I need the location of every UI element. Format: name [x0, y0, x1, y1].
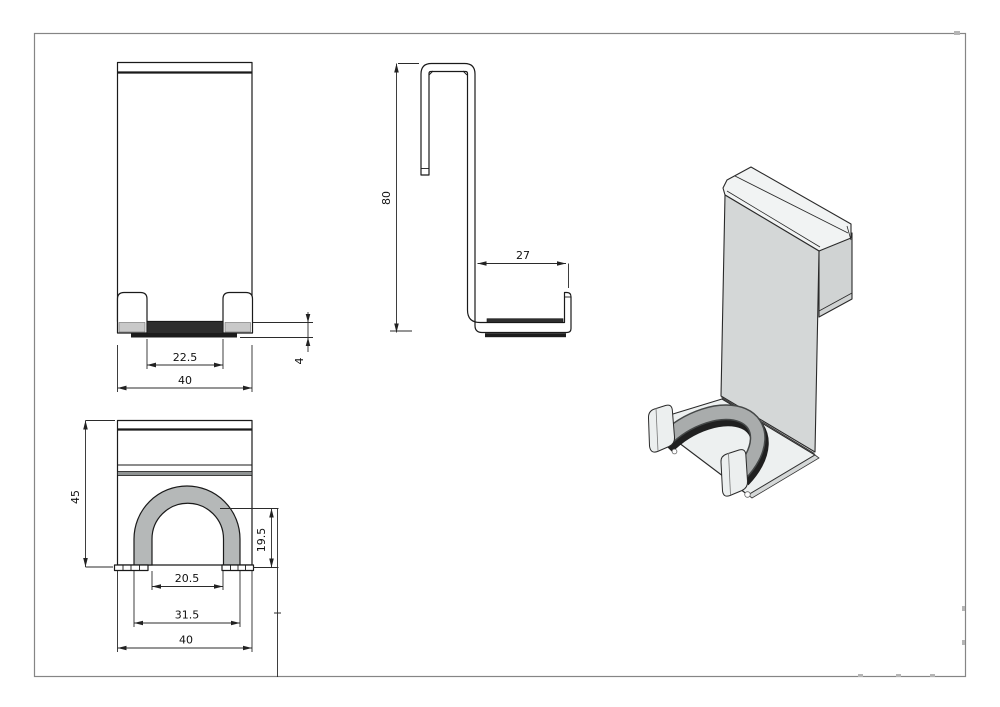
- dim-bottom-arch-depth-label: 19.5: [255, 528, 268, 553]
- frame-tick: [858, 674, 863, 677]
- iso-front-tab: [720, 449, 749, 497]
- iso-rubber-pad-top: [659, 405, 765, 479]
- frame-tick: [896, 674, 901, 677]
- front-left-tab-band: [118, 322, 146, 333]
- dim-bottom-arch-outer: 31.5: [133, 571, 241, 627]
- dim-bottom-overall-width-label: 40: [179, 634, 193, 647]
- dim-front-overall-width: 40: [117, 345, 253, 392]
- dim-bottom-height-label: 45: [69, 490, 82, 504]
- dim-bottom-arch-depth: 19.5: [220, 508, 281, 677]
- dim-bottom-height: 45: [69, 420, 115, 568]
- frame-border: [33, 32, 967, 678]
- iso-front-tab-corner: [744, 491, 751, 498]
- iso-front-tab-edge: [728, 452, 731, 496]
- drawing-frame: [33, 31, 967, 678]
- bottom-fold-band: [117, 471, 253, 476]
- dim-side-leg-length-label: 27: [516, 249, 530, 262]
- frame-tick: [962, 640, 965, 645]
- frame-tick: [962, 606, 965, 611]
- rubber-pad-side-top: [486, 318, 564, 323]
- dim-side-leg-length: 27: [477, 249, 569, 288]
- iso-left-tab-corner: [671, 448, 678, 455]
- iso-bottom-right-edge: [747, 454, 820, 499]
- side-profile: [420, 62, 572, 334]
- dim-side-height-label: 80: [380, 191, 393, 205]
- frame-tick: [930, 674, 935, 677]
- dim-front-pad-thickness-label: 4: [293, 358, 306, 365]
- dim-front-pad-thickness: 4: [240, 312, 313, 365]
- iso-left-tab: [647, 404, 676, 453]
- iso-left-tab-edge: [655, 407, 659, 452]
- side-bend-marks: [428, 70, 468, 76]
- bottom-arch-pad: [133, 485, 241, 566]
- iso-top-bend-line-front: [726, 190, 821, 248]
- dim-bottom-arch-inner: 20.5: [151, 571, 224, 590]
- front-right-tab-band: [224, 322, 251, 333]
- rubber-pad-front: [146, 321, 224, 334]
- dim-bottom-overall-width: 40: [117, 571, 253, 652]
- rubber-pad-side-bottom: [485, 333, 566, 338]
- bottom-view: 45 19.5 20.5 31.5 40: [69, 419, 281, 677]
- iso-front-plate: [720, 194, 820, 453]
- front-view: 22.5 40 4: [116, 61, 313, 392]
- side-view: 80 27: [380, 62, 572, 338]
- dim-bottom-arch-inner-label: 20.5: [175, 572, 200, 585]
- iso-top-bend-line-back: [734, 175, 849, 234]
- dim-front-inner-width: 22.5: [146, 339, 224, 369]
- rubber-pad-front-lower: [131, 333, 237, 338]
- dim-front-inner-width-label: 22.5: [173, 351, 198, 364]
- frame-tick: [954, 31, 960, 35]
- dim-side-height: 80: [380, 63, 419, 333]
- dim-front-overall-width-label: 40: [178, 374, 192, 387]
- bottom-feet: [113, 564, 255, 572]
- iso-top-corner-seam: [846, 225, 852, 241]
- isometric-view: [647, 166, 853, 499]
- front-body: [116, 61, 253, 323]
- iso-back-flap-end-band: [818, 292, 853, 312]
- dim-bottom-arch-outer-label: 31.5: [175, 609, 200, 622]
